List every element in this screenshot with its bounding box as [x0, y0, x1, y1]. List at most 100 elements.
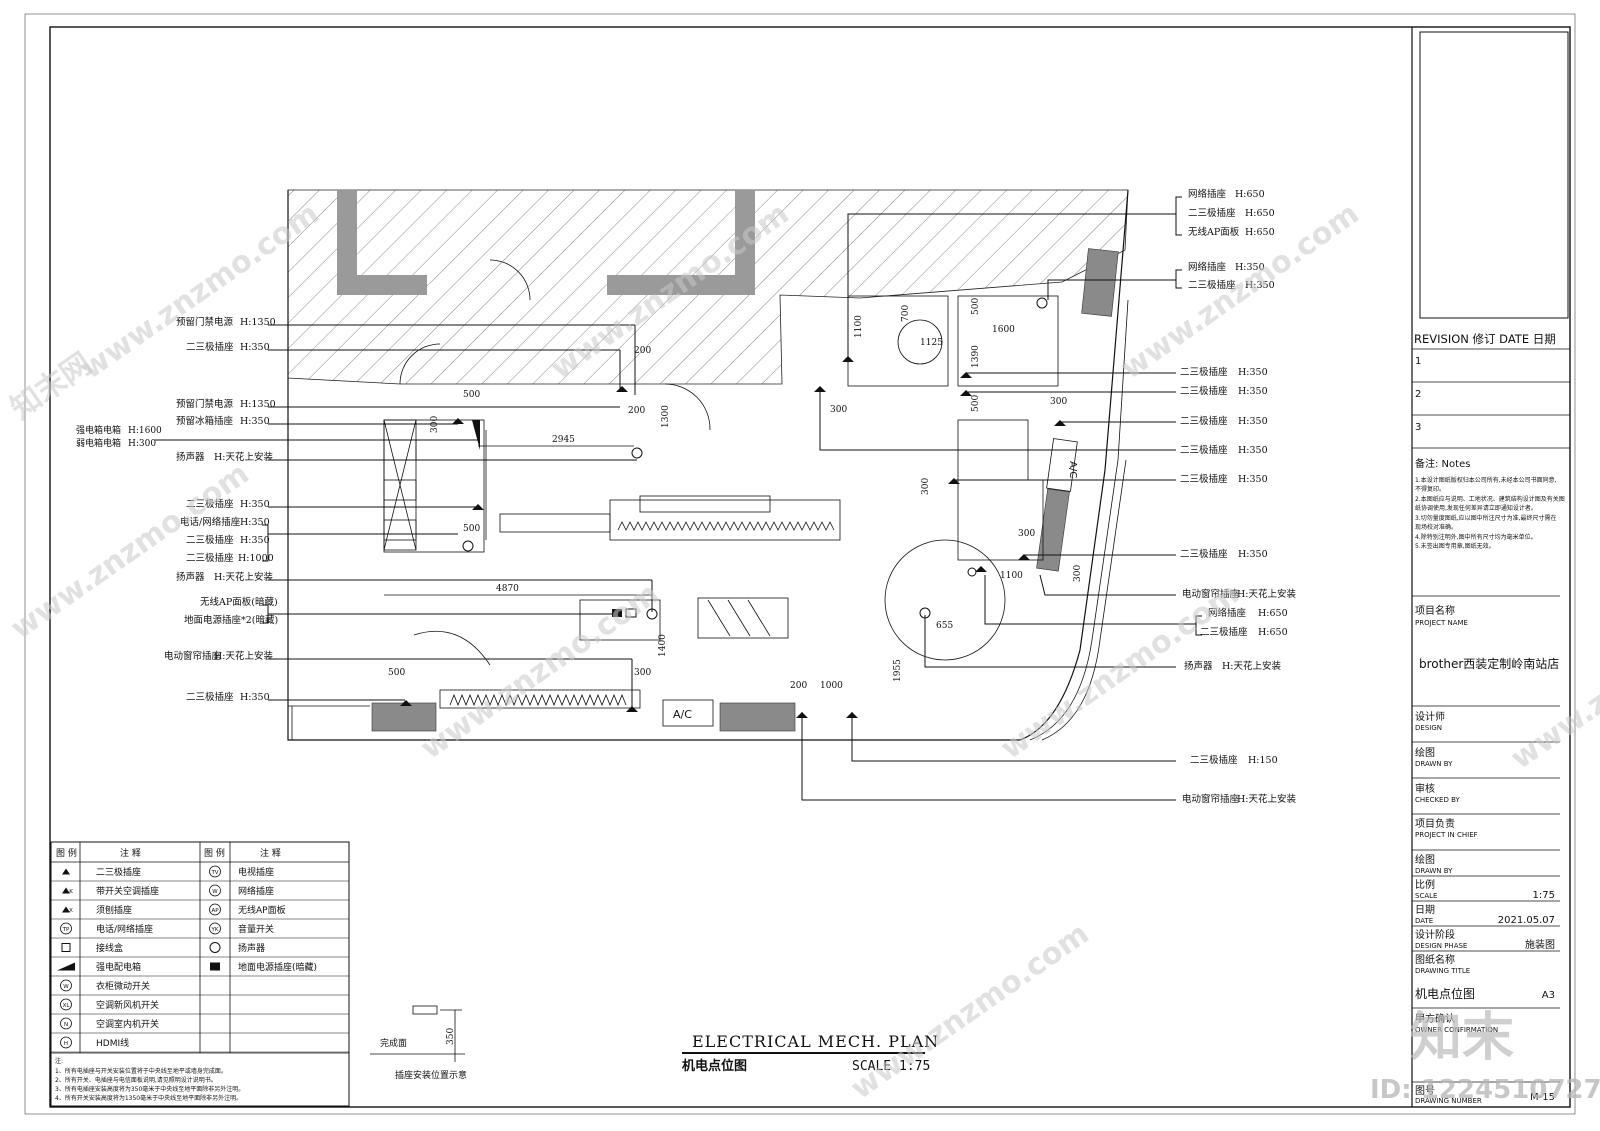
callout-height: H:天花上安装 — [214, 451, 273, 463]
symbol-circle-icon — [209, 903, 221, 916]
legend-label: 无线AP面板 — [238, 904, 286, 916]
callout-label: 强电箱电箱 — [76, 424, 121, 436]
callout-label: 网络插座 — [1188, 188, 1227, 200]
dimension: 1100 — [1000, 571, 1023, 581]
dimension: 500 — [971, 298, 981, 315]
chief-label: 项目负责 — [1415, 817, 1455, 830]
dimension: 1000 — [820, 681, 843, 691]
callout-label: 无线AP面板 — [1188, 226, 1240, 238]
legend-label: 电话/网络插座 — [96, 923, 153, 935]
dimension: 500 — [971, 395, 981, 412]
callout-label: 二三极插座 — [1188, 279, 1236, 291]
dimension: 1400 — [658, 634, 668, 657]
callouts-right: 网络插座 H:650 二三极插座 H:650 无线AP面板 H:650 网络插座… — [801, 188, 1296, 805]
ac-label: A/C — [673, 708, 692, 721]
callout-label: 扬声器 — [176, 451, 205, 463]
callout-label: 二三极插座 — [186, 498, 234, 510]
callout-label: 二三极插座 — [1180, 473, 1228, 485]
callout-height: H:天花上安装 — [1237, 793, 1296, 805]
dimension: 2945 — [552, 435, 575, 445]
legend-label: 地面电源插座(暗藏) — [238, 961, 317, 973]
floor-socket-icon — [210, 962, 220, 971]
phase-en: DESIGN PHASE — [1415, 942, 1467, 950]
design-en: DESIGN — [1415, 724, 1442, 732]
legend-header-note: 注 释 — [260, 847, 281, 859]
symbol-letter: AP — [211, 908, 219, 914]
legend-header-symbol: 图 例 — [204, 847, 225, 859]
socket-symbol — [626, 706, 638, 712]
socket-symbol — [796, 712, 808, 718]
confirm-label: 甲方确认 — [1415, 1012, 1455, 1025]
dimension-labels: 200 200 500 300 2945 1300 1100 700 1125 … — [384, 298, 1083, 691]
phone-socket-symbol — [462, 540, 474, 552]
legend-label: 空调室内机开关 — [96, 1018, 159, 1030]
dimension: 300 — [1050, 397, 1067, 407]
socket-symbol — [846, 712, 858, 718]
legend-notes-title: 注: — [55, 1057, 63, 1065]
speaker-symbol — [919, 607, 931, 619]
callout-label: 二三极插座 — [186, 534, 234, 546]
drawing-title: 机电点位图 — [1415, 986, 1475, 1001]
plan-title-scale: SCALE 1:75 — [852, 1059, 930, 1074]
symbol-circle-icon — [60, 1036, 72, 1049]
plan-title: ELECTRICAL MECH. PLAN 机电点位图 SCALE 1:75 — [682, 1032, 938, 1074]
symbol-circle-icon — [60, 979, 72, 992]
paper-size: A3 — [1542, 990, 1555, 1001]
callout-height: H:150 — [1248, 755, 1278, 766]
socket-symbol — [616, 386, 628, 392]
symbol-letter: XL — [63, 1003, 71, 1009]
symbol-letter: W — [63, 984, 69, 990]
callout-height: H:350 — [240, 517, 270, 528]
legend-label: 带开关空调插座 — [96, 885, 159, 897]
notes-title: 备注: Notes — [1415, 457, 1470, 470]
legend-label: 音量开关 — [238, 923, 274, 935]
socket-symbol — [814, 386, 826, 392]
legend-label: 电视插座 — [238, 866, 274, 878]
dimension: 500 — [388, 668, 405, 678]
install-height: 350 — [446, 1028, 456, 1045]
drawn2-label: 绘图 — [1415, 853, 1435, 866]
callout-height: H:350 — [1238, 549, 1268, 560]
callout-label: 预留门禁电源 — [176, 316, 234, 328]
project-name: brother西装定制岭南站店 — [1419, 656, 1559, 671]
dimension: 1955 — [893, 659, 903, 682]
chief-en: PROJECT IN CHIEF — [1415, 831, 1478, 839]
install-caption: 插座安装位置示意 — [395, 1069, 467, 1081]
dimension: 1100 — [854, 315, 864, 338]
ac-label: A/C — [1067, 461, 1078, 478]
socket-symbol — [975, 566, 987, 572]
dimension: 1390 — [971, 345, 981, 368]
socket-symbol — [842, 356, 854, 362]
callout-height: H:350 — [1238, 445, 1268, 456]
wall-block — [337, 190, 357, 290]
callout-label: 二三极插座 — [1180, 366, 1228, 378]
socket-symbol — [1018, 554, 1030, 560]
callout-label: 二三极插座 — [1190, 754, 1238, 766]
callout-label: 二三极插座 — [1180, 415, 1228, 427]
callout-label: 二三极插座 — [1180, 548, 1228, 560]
drawing-no-label: 图号 — [1415, 1085, 1435, 1097]
shop-outline — [287, 189, 1129, 741]
note-line: 4.除特别注明外,图中所有尺寸均为毫米单位。 — [1415, 533, 1537, 541]
note-line: 2.本图纸应与说明、工地状况、建筑结构设计图及有关图 — [1415, 495, 1565, 503]
drawing-title-label: 图纸名称 — [1415, 953, 1455, 966]
legend-label: 强电配电箱 — [96, 961, 141, 973]
socket-symbol — [1054, 420, 1066, 426]
legend-label: 网络插座 — [238, 885, 274, 897]
storefront-panel — [1081, 248, 1119, 317]
ac-unit — [1046, 438, 1078, 492]
date-en: DATE — [1415, 917, 1433, 925]
socket-symbol — [960, 390, 972, 396]
symbol-circle-icon — [60, 922, 72, 935]
phase-value: 施装图 — [1525, 938, 1555, 951]
dimension: 4870 — [496, 584, 519, 594]
callout-height: H:1600 — [128, 426, 162, 436]
callout-label: 二三极插座 — [186, 691, 234, 703]
floor-socket-symbol — [612, 609, 622, 617]
watermark-site: www.znzmo.com — [1505, 586, 1600, 776]
symbol-letter: W — [212, 889, 218, 895]
wall-block — [607, 275, 737, 295]
legend-notes: 注: 1、所有电插座与开关安装位置将于中央线至地平或墙身完成面。 2、所有开关、… — [55, 1057, 244, 1102]
